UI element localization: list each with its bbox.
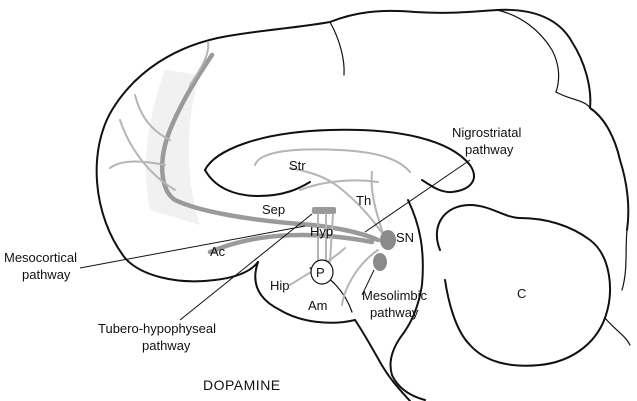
label-nigrostriatal-2: pathway	[465, 142, 514, 157]
label-mesolimbic-2: pathway	[370, 305, 419, 320]
substantia-nigra-dot-2	[373, 253, 387, 271]
label-sep: Sep	[262, 202, 285, 217]
temporal-lobe-outline	[125, 258, 258, 281]
label-mesolimbic-1: Mesolimbic	[362, 288, 428, 303]
sulcus-line-2	[497, 10, 559, 92]
frontal-cortex-shading	[146, 70, 200, 225]
substantia-nigra-dot-1	[380, 230, 396, 250]
label-str: Str	[289, 158, 306, 173]
sulcus-line-3	[556, 92, 590, 108]
label-p: P	[316, 265, 325, 280]
mesolimbic-to-ac-line	[210, 235, 372, 252]
diagram-title: DOPAMINE	[203, 377, 281, 393]
label-sn: SN	[396, 230, 414, 245]
label-th: Th	[356, 193, 371, 208]
label-hip: Hip	[270, 278, 290, 293]
label-tubero-2: pathway	[142, 338, 191, 353]
label-ac: Ac	[210, 244, 226, 259]
nigrostriatal-leader	[365, 160, 470, 232]
fornix-outline	[300, 180, 378, 190]
label-mesocortical-2: pathway	[22, 267, 71, 282]
label-hyp: Hyp	[310, 224, 333, 239]
label-mesocortical-1: Mesocortical	[4, 250, 77, 265]
tubero-leader	[180, 214, 312, 320]
tentorium-line-2	[605, 318, 630, 345]
corpus-callosum-inner	[205, 170, 310, 196]
tentorium-line	[622, 230, 627, 290]
thalamus-outline	[255, 149, 410, 172]
tuberohypophyseal-nucleus	[312, 207, 336, 214]
sulcus-line-1	[330, 22, 344, 75]
label-tubero-1: Tubero-hypophyseal	[98, 321, 216, 336]
label-am: Am	[308, 298, 328, 313]
label-nigrostriatal-1: Nigrostriatal	[452, 125, 521, 140]
label-c: C	[517, 286, 526, 301]
corpus-callosum-outline	[205, 130, 474, 192]
